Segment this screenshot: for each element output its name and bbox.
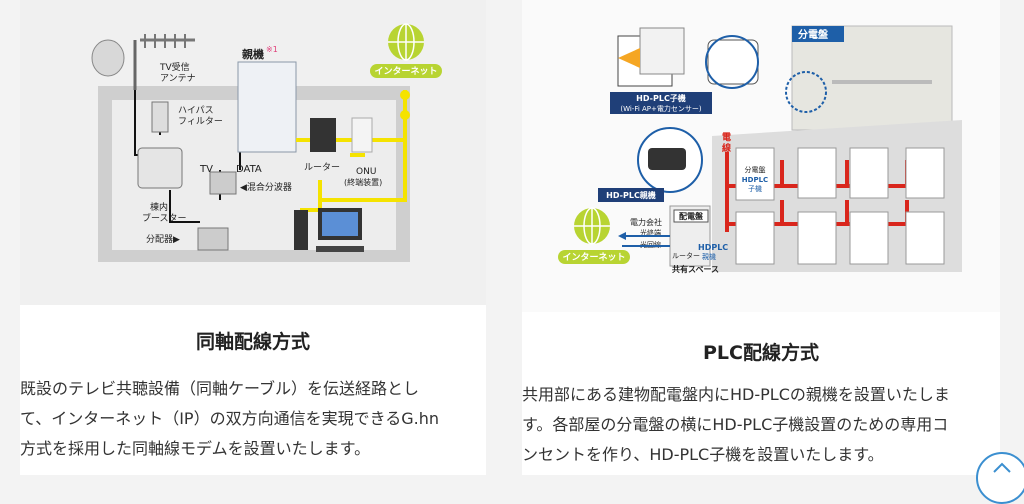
- svg-text:HDPLC: HDPLC: [742, 176, 768, 184]
- svg-text:ONU: ONU: [356, 167, 376, 177]
- booster-icon: [137, 147, 183, 189]
- svg-text:ハイパス: ハイパス: [178, 105, 214, 116]
- scroll-to-top-button[interactable]: [976, 452, 1024, 504]
- antenna-icon: [91, 34, 195, 90]
- svg-text:※1: ※1: [266, 45, 278, 54]
- pc-tower-icon: [294, 210, 308, 250]
- svg-text:インターネット: インターネット: [562, 251, 625, 263]
- svg-text:分電盤: 分電盤: [798, 28, 829, 41]
- svg-text:配電盤: 配電盤: [679, 211, 704, 221]
- chevron-up-icon: [993, 462, 1011, 473]
- svg-text:ルーター: ルーター: [672, 251, 700, 260]
- plc-method-description: 共用部にある建物配電盤内にHD-PLCの親機を設置いたしま す。各部屋の分電盤の…: [522, 380, 1000, 470]
- svg-text:線: 線: [722, 142, 731, 154]
- svg-text:TV: TV: [199, 164, 213, 175]
- onu-icon: [351, 117, 373, 153]
- svg-text:共有スペース: 共有スペース: [672, 264, 719, 274]
- svg-text:インターネット: インターネット: [374, 65, 437, 77]
- hdplc-parent-icon: [648, 148, 686, 170]
- arrow-icon: [618, 48, 640, 68]
- desc-line: 既設のテレビ共聴設備（同軸ケーブル）を伝送経路とし: [20, 379, 420, 398]
- svg-text:HDPLC: HDPLC: [698, 243, 728, 252]
- coax-method-description: 既設のテレビ共聴設備（同軸ケーブル）を伝送経路とし て、インターネット（IP）の…: [20, 374, 486, 464]
- svg-text:親機: 親機: [242, 47, 264, 61]
- svg-text:ブースター: ブースター: [142, 212, 187, 224]
- svg-text:DATA: DATA: [236, 164, 262, 175]
- svg-text:フィルター: フィルター: [178, 116, 223, 127]
- highpass-filter-icon: [151, 101, 169, 133]
- coax-method-title: 同軸配線方式: [195, 331, 310, 353]
- desc-line: て、インターネット（IP）の双方向通信を実現できるG.hn: [20, 409, 440, 428]
- splitter-icon: [197, 227, 229, 251]
- svg-text:光終端: 光終端: [640, 228, 661, 237]
- globe-icon: [574, 207, 610, 245]
- desc-line: ンセントを作り、HD-PLC子機を設置いたします。: [522, 445, 884, 464]
- globe-icon: [388, 23, 424, 61]
- main-unit-icon: [237, 61, 297, 153]
- svg-text:光回線: 光回線: [640, 240, 661, 249]
- svg-text:HD-PLC親機: HD-PLC親機: [606, 190, 656, 200]
- room-units: [735, 147, 945, 265]
- mixer-icon: [209, 171, 237, 195]
- coax-diagram: TV受信アンテナ ハイパス フィルター 棟内 ブースター 分配器▶ TV DAT…: [20, 0, 486, 305]
- svg-text:親機: 親機: [702, 252, 716, 261]
- plc-method-card: 分電盤 HD-PLC子機 (Wi-Fi AP+電力センサー) 電 線: [522, 0, 1000, 475]
- svg-text:分配器▶: 分配器▶: [146, 234, 180, 245]
- desc-line: す。各部屋の分電盤の横にHD-PLC子機設置のための専用コ: [522, 415, 949, 434]
- plc-diagram: 分電盤 HD-PLC子機 (Wi-Fi AP+電力センサー) 電 線: [522, 0, 1000, 312]
- svg-text:子機: 子機: [748, 184, 762, 193]
- tv-antenna-label-1: TV受信: [159, 61, 190, 73]
- svg-text:分電盤: 分電盤: [745, 165, 766, 174]
- coax-method-card: TV受信アンテナ ハイパス フィルター 棟内 ブースター 分配器▶ TV DAT…: [20, 0, 486, 475]
- svg-text:HD-PLC子機: HD-PLC子機: [636, 93, 686, 103]
- svg-text:棟内: 棟内: [150, 201, 168, 213]
- svg-text:電: 電: [722, 132, 731, 143]
- svg-text:電力会社: 電力会社: [630, 217, 662, 227]
- desc-line: 方式を採用した同軸線モデムを設置いたします。: [20, 439, 371, 458]
- svg-text:(終端装置): (終端装置): [344, 177, 382, 187]
- svg-text:TV受信アンテナ: TV受信アンテナ: [159, 61, 196, 84]
- svg-text:(Wi-Fi AP+電力センサー): (Wi-Fi AP+電力センサー): [620, 104, 702, 113]
- plc-method-title: PLC配線方式: [703, 342, 819, 364]
- svg-text:◀混合分波器: ◀混合分波器: [240, 181, 292, 193]
- svg-text:ルーター: ルーター: [304, 162, 340, 173]
- router-icon: [310, 118, 336, 152]
- desc-line: 共用部にある建物配電盤内にHD-PLCの親機を設置いたしま: [522, 385, 950, 404]
